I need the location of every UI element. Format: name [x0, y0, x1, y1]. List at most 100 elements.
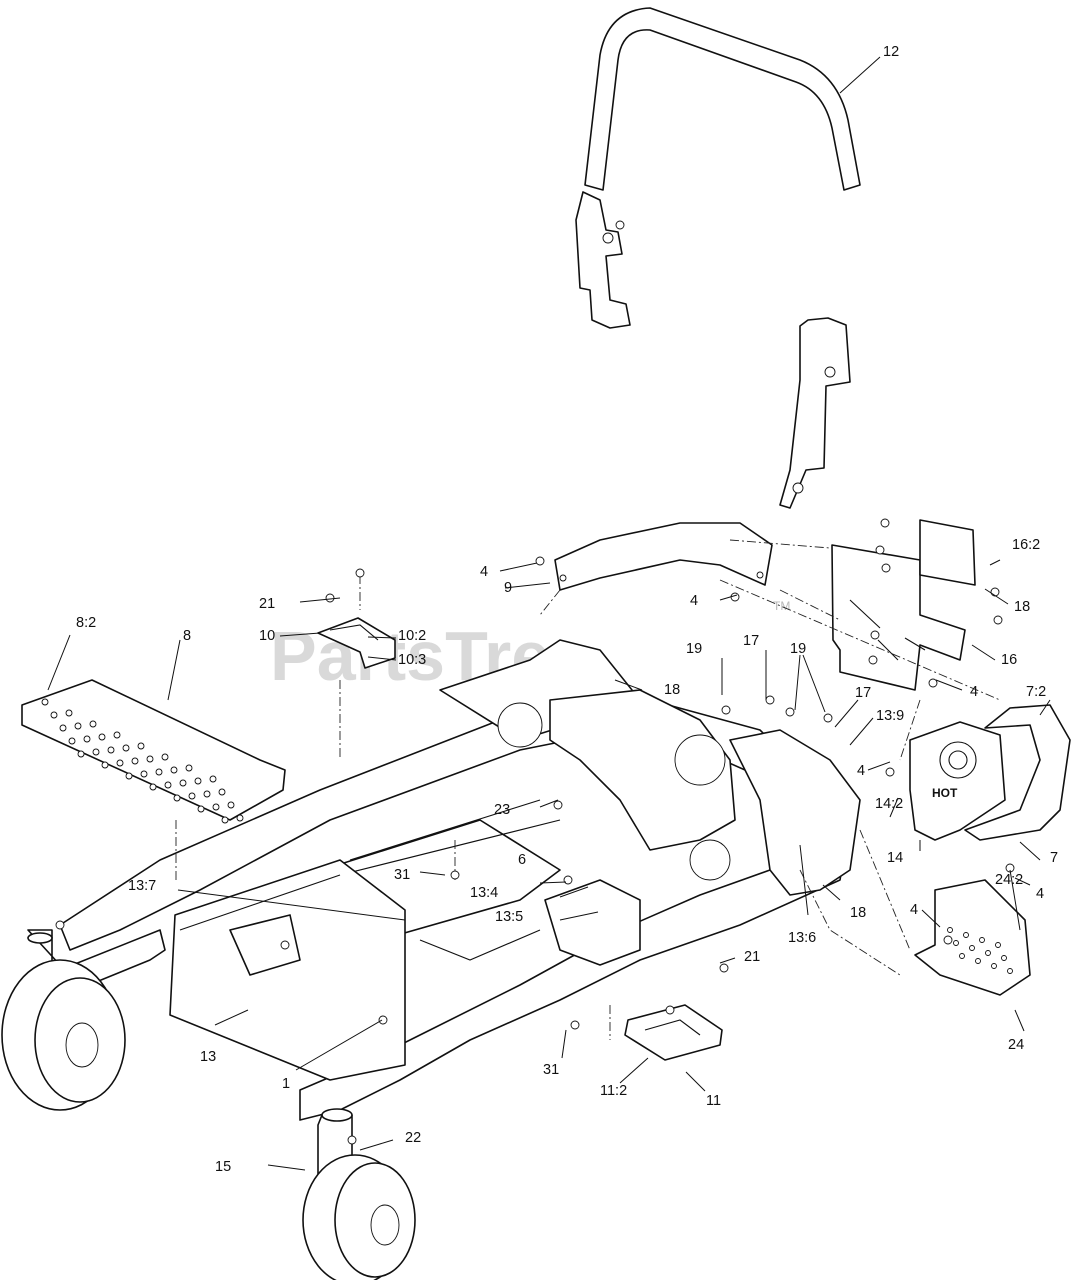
caster-wheel-left: [1, 929, 166, 1111]
guard-hole: [1007, 968, 1013, 974]
callout-21-a: 21: [259, 596, 275, 612]
fastener: [870, 630, 880, 640]
callout-10-2: 10:2: [398, 628, 426, 644]
callout-16: 16: [1001, 652, 1017, 668]
foot-plate-hole: [209, 775, 217, 783]
fastener: [765, 695, 775, 705]
callout-19-a: 19: [686, 641, 702, 657]
fastener: [535, 556, 545, 566]
fastener: [885, 767, 895, 777]
callout-10-3: 10:3: [398, 652, 426, 668]
seat-bracket: [554, 522, 773, 591]
callout-7-2: 7:2: [1026, 684, 1046, 700]
foot-plate-hole: [83, 735, 91, 743]
guard-hole: [975, 958, 981, 964]
guard-hole: [947, 927, 953, 933]
fastener: [928, 678, 938, 688]
fastener: [875, 545, 885, 555]
guard-hole: [985, 950, 991, 956]
callout-13-5: 13:5: [495, 909, 523, 925]
leader-lines: [47, 56, 1051, 1171]
foot-plate-hole: [101, 761, 109, 769]
foot-plate-hole: [179, 779, 187, 787]
foot-plate-hole: [65, 709, 73, 717]
foot-plate-hole: [149, 783, 157, 791]
access-plate: [624, 1004, 723, 1061]
foot-plate-hole: [68, 737, 76, 745]
foot-plate-hole: [227, 801, 235, 809]
foot-plate-hole: [185, 764, 193, 772]
guard-hole: [995, 942, 1001, 948]
callout-8: 8: [183, 628, 191, 644]
foot-plate-hole: [161, 753, 169, 761]
fastener: [553, 800, 563, 810]
callout-13-9: 13:9: [876, 708, 904, 724]
foot-plate-hole: [203, 790, 211, 798]
fastener: [280, 940, 290, 950]
callout-31-a: 31: [394, 867, 410, 883]
foot-plate-hole: [155, 768, 163, 776]
callout-labels: 12 16:2 18 16 4 7:2 4 9 4 21 10 10:2 10:…: [76, 44, 1058, 1175]
fastener: [378, 1015, 388, 1025]
callout-13-7: 13:7: [128, 878, 156, 894]
fastener: [880, 518, 890, 528]
foot-plate-hole: [98, 733, 106, 741]
foot-plate-hole: [125, 772, 133, 780]
callout-22: 22: [405, 1130, 421, 1146]
guard-hole: [953, 940, 959, 946]
callout-7: 7: [1050, 850, 1058, 866]
foot-plate-hole: [113, 731, 121, 739]
fastener: [868, 655, 878, 665]
callout-24: 24: [1008, 1037, 1024, 1053]
callout-10: 10: [259, 628, 275, 644]
callout-4-d: 4: [857, 763, 865, 779]
callout-9: 9: [504, 580, 512, 596]
foot-plate-hole: [74, 722, 82, 730]
fastener: [55, 920, 65, 930]
main-frame: [59, 639, 861, 1121]
foot-plate-hole: [164, 781, 172, 789]
fastener: [450, 870, 460, 880]
foot-plate-hole: [59, 724, 67, 732]
foot-plate-hole: [218, 788, 226, 796]
fastener: [325, 593, 335, 603]
callout-24-2: 24:2: [995, 872, 1023, 888]
guard-hole: [991, 963, 997, 969]
callout-4-b: 4: [480, 564, 488, 580]
callout-12: 12: [883, 44, 899, 60]
foot-plate-hole: [131, 757, 139, 765]
fastener: [665, 1005, 675, 1015]
callout-14-2: 14:2: [875, 796, 903, 812]
foot-plate-hole: [92, 748, 100, 756]
callout-13-4: 13:4: [470, 885, 498, 901]
fastener: [355, 568, 365, 578]
callout-4-e: 4: [1036, 886, 1044, 902]
foot-plate-hole: [137, 742, 145, 750]
callout-15: 15: [215, 1159, 231, 1175]
rear-fender: [964, 704, 1071, 841]
foot-plate-hole: [89, 720, 97, 728]
console-bracket: [317, 617, 396, 669]
callout-18-a: 18: [1014, 599, 1030, 615]
rear-mount-plate: [831, 519, 976, 691]
fastener: [563, 875, 573, 885]
callout-1: 1: [282, 1076, 290, 1092]
callout-21-b: 21: [744, 949, 760, 965]
callout-4-c: 4: [690, 593, 698, 609]
fastener: [347, 1135, 357, 1145]
foot-plate-hole: [116, 759, 124, 767]
foot-plate-hole: [107, 746, 115, 754]
callout-23: 23: [494, 802, 510, 818]
heat-shield: HOT: [909, 721, 1006, 841]
callout-16-2: 16:2: [1012, 537, 1040, 553]
callout-4-f: 4: [910, 902, 918, 918]
callout-17-a: 17: [743, 633, 759, 649]
caster-wheel-right: [302, 1108, 416, 1280]
foot-plate-hole: [236, 814, 244, 822]
foot-plate-hole: [170, 766, 178, 774]
fastener: [990, 587, 1000, 597]
fastener: [719, 963, 729, 973]
callout-13-6: 13:6: [788, 930, 816, 946]
foot-plate-hole: [122, 744, 130, 752]
callout-14: 14: [887, 850, 903, 866]
